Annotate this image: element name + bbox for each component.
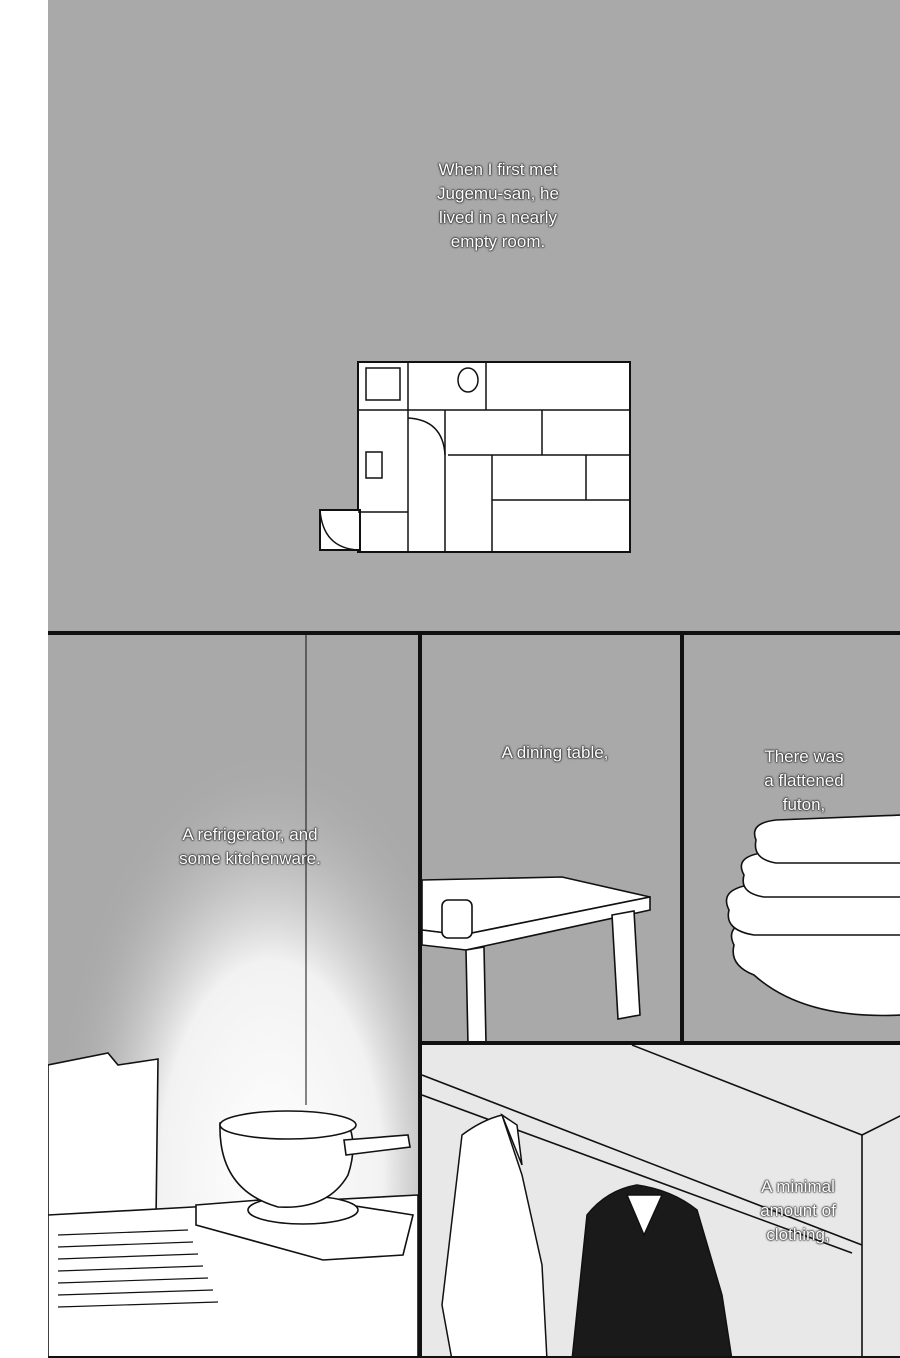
- panel-futon: There was a flattened futon,: [682, 633, 900, 1043]
- caption-refrigerator: A refrigerator, and some kitchenware.: [179, 825, 321, 868]
- clothing-drawing: [422, 1045, 900, 1356]
- panel-kitchen: A refrigerator, and some kitchenware.: [48, 633, 420, 1358]
- futon-drawing: [725, 814, 900, 1017]
- caption-futon: There was a flattened futon,: [764, 747, 844, 814]
- caption-first-met: When I first met Jugemu-san, he lived in…: [437, 160, 559, 251]
- caption-dining-table: A dining table,: [501, 743, 609, 762]
- kitchen-drawing: [48, 635, 418, 1356]
- page-gutter: [0, 0, 51, 1358]
- caption-clothing: A minimal amount of clothing,: [760, 1177, 836, 1244]
- panel-floor-plan: When I first met Jugemu-san, he lived in…: [48, 0, 900, 633]
- panel-dining-table: A dining table,: [420, 633, 682, 1043]
- dining-table-drawing: [422, 876, 651, 1041]
- panel-clothing: A minimal amount of clothing,: [420, 1043, 900, 1358]
- floor-plan-drawing: [319, 361, 631, 553]
